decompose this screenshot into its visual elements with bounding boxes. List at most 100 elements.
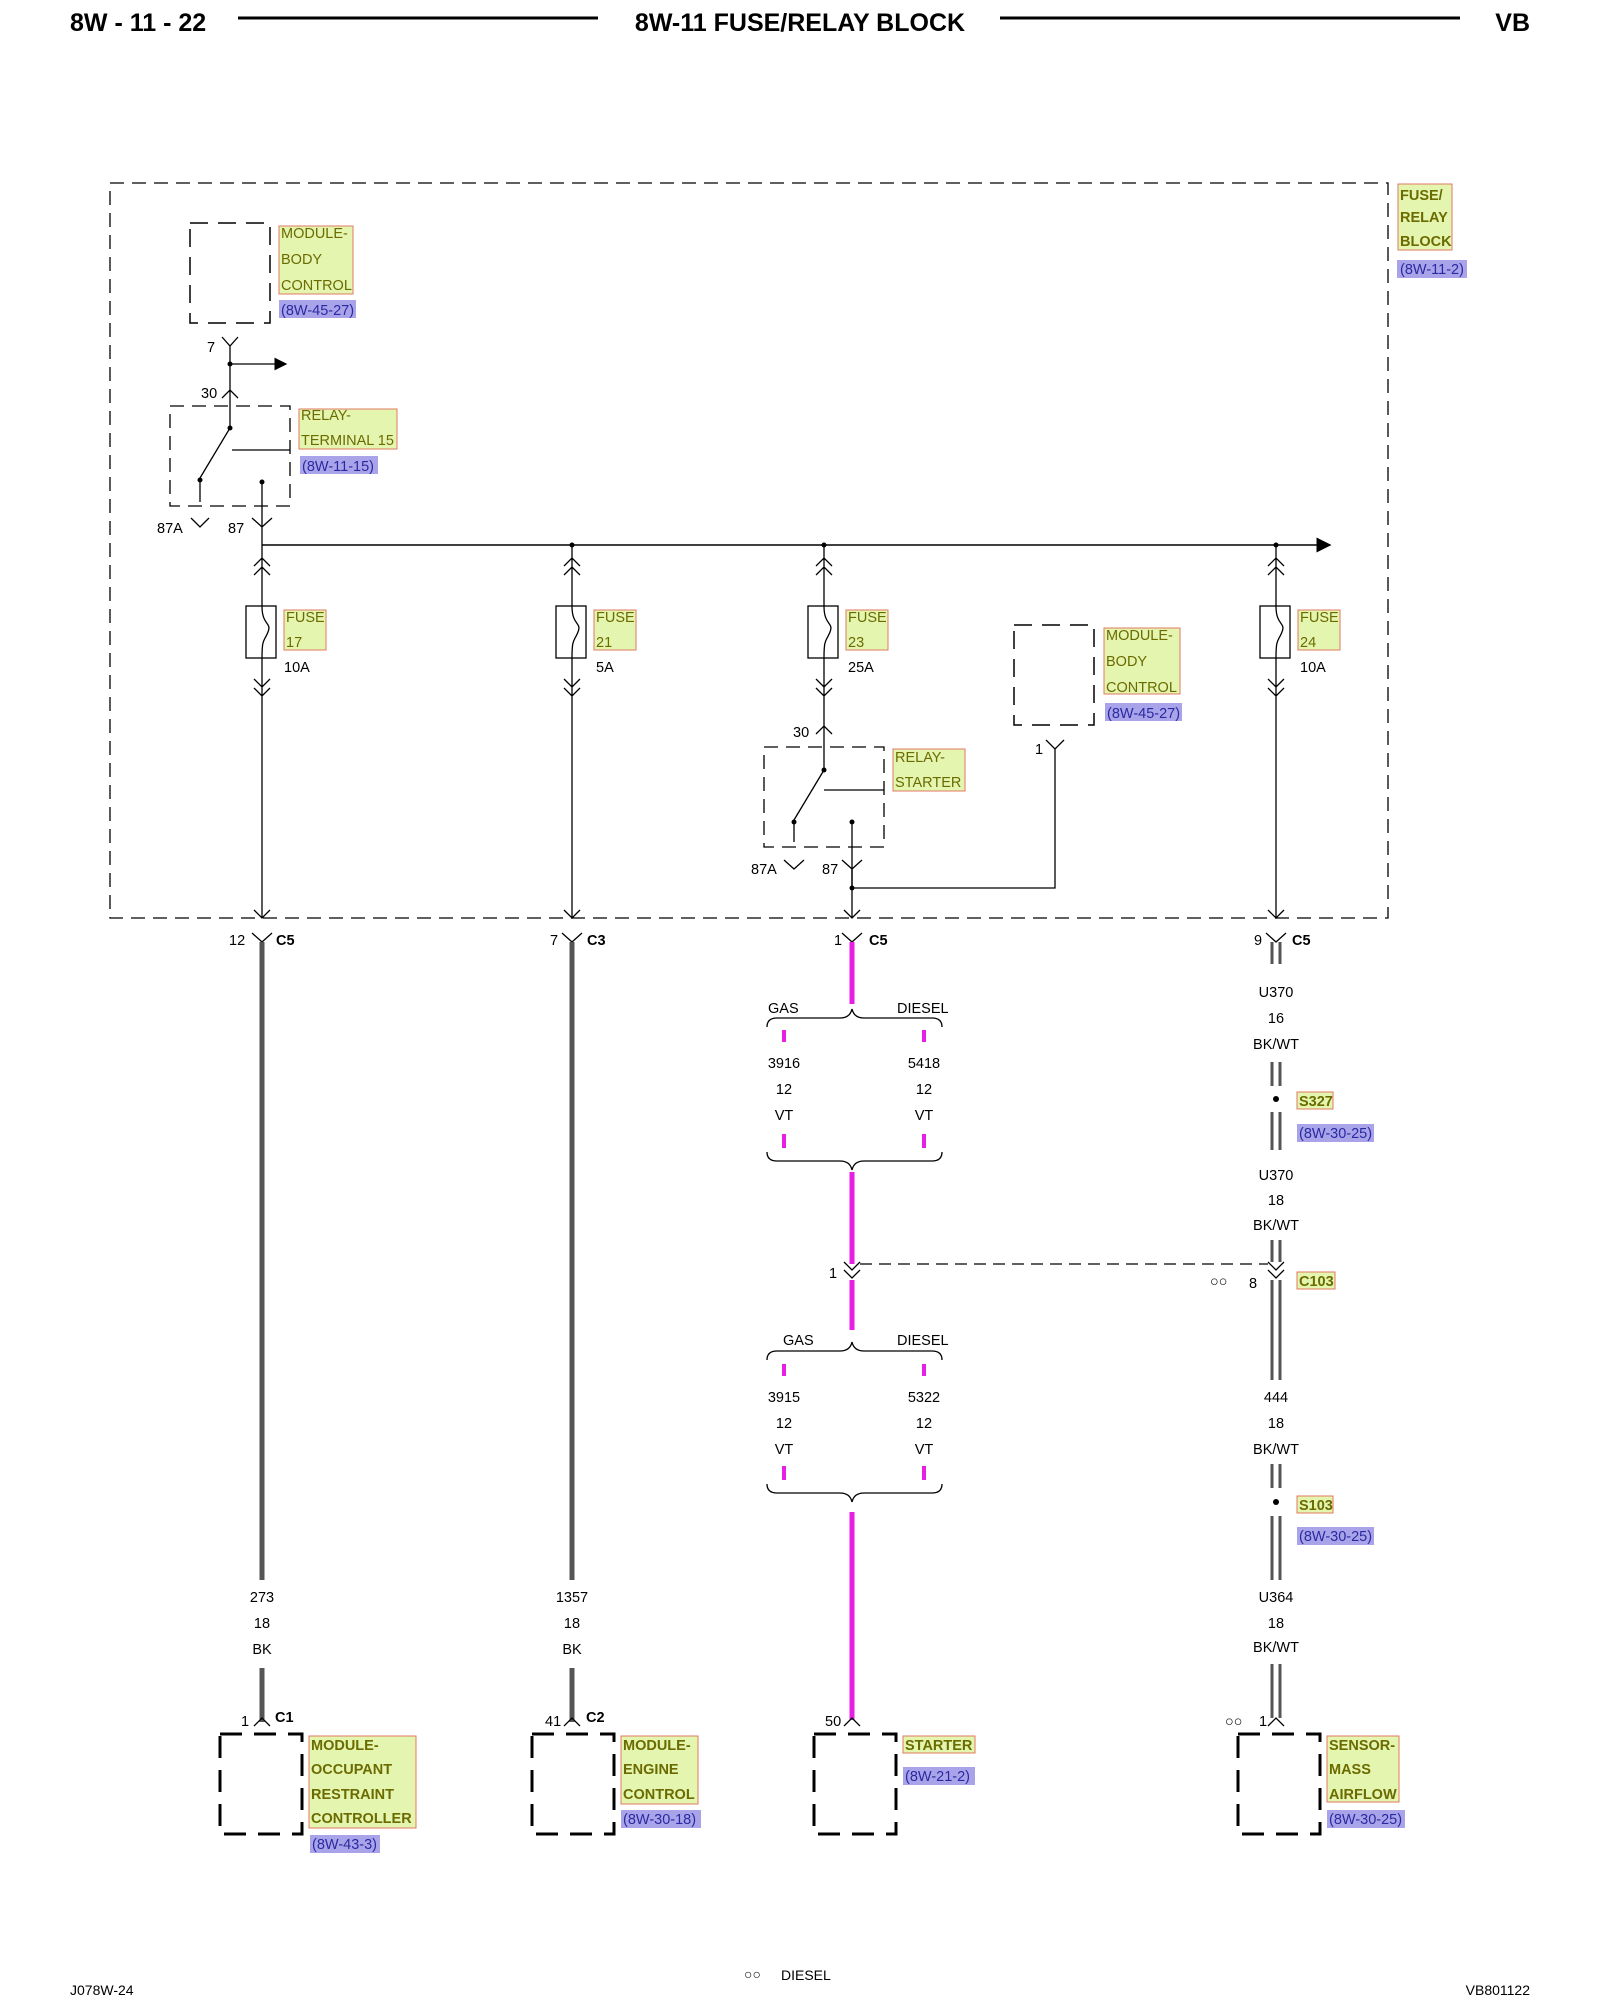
bcm-pin-7: 7 xyxy=(207,340,215,356)
svg-text:12: 12 xyxy=(776,1082,792,1098)
svg-text:12: 12 xyxy=(916,1416,932,1432)
svg-text:BK/WT: BK/WT xyxy=(1253,1037,1299,1053)
maf-wire: U370 16 BK/WT U370 18 BK/WT 444 18 BK/WT… xyxy=(1253,942,1299,1718)
body-control-module-top xyxy=(189,222,271,324)
svg-text:BLOCK: BLOCK xyxy=(1400,234,1452,250)
svg-text:12: 12 xyxy=(916,1082,932,1098)
relay-t15-label: RELAY- TERMINAL 15 (8W-11-15) xyxy=(298,408,398,475)
svg-text:U370: U370 xyxy=(1259,1168,1294,1184)
starter-upper-merge-brace xyxy=(766,1151,943,1171)
svg-text:STARTER: STARTER xyxy=(895,775,961,791)
header-page-number: 8W - 11 - 22 xyxy=(70,9,206,37)
fuse-21-rating: 5A xyxy=(596,660,614,676)
relay-starter-label: RELAY- STARTER xyxy=(892,748,966,792)
starter-pin: 50 xyxy=(825,1714,841,1730)
body-control-mid-label: MODULE- BODY CONTROL (8W-45-27) xyxy=(1103,627,1182,722)
connector-c5-pin9: 9 C5 xyxy=(1254,932,1311,949)
svg-text:RESTRAINT: RESTRAINT xyxy=(311,1787,394,1803)
svg-text:(8W-45-27): (8W-45-27) xyxy=(1107,706,1180,722)
starter xyxy=(812,1732,898,1836)
svg-text:9: 9 xyxy=(1254,933,1262,949)
svg-text:STARTER: STARTER xyxy=(905,1738,973,1754)
splice-s327: S327 (8W-30-25) xyxy=(1296,1091,1374,1142)
svg-text:AIRFLOW: AIRFLOW xyxy=(1329,1787,1397,1803)
svg-text:FUSE/: FUSE/ xyxy=(1400,188,1443,204)
ecm-pin: 41 xyxy=(545,1714,561,1730)
svg-text:C5: C5 xyxy=(1292,933,1311,949)
svg-text:18: 18 xyxy=(254,1616,270,1632)
svg-text:U370: U370 xyxy=(1259,985,1294,1001)
bcm-top-connector-symbol xyxy=(221,336,239,392)
svg-text:DIESEL: DIESEL xyxy=(897,1001,949,1017)
svg-text:18: 18 xyxy=(1268,1416,1284,1432)
svg-text:C103: C103 xyxy=(1299,1274,1334,1290)
svg-text:BK/WT: BK/WT xyxy=(1253,1442,1299,1458)
orc-connector: C1 xyxy=(275,1710,294,1726)
svg-text:(8W-30-25): (8W-30-25) xyxy=(1299,1126,1372,1142)
svg-text:VT: VT xyxy=(915,1442,934,1458)
svg-text:GAS: GAS xyxy=(768,1001,799,1017)
svg-text:BK/WT: BK/WT xyxy=(1253,1640,1299,1656)
svg-text:BODY: BODY xyxy=(1106,654,1147,670)
fuse-17-rating: 10A xyxy=(284,660,310,676)
svg-text:GAS: GAS xyxy=(783,1333,814,1349)
svg-text:17: 17 xyxy=(286,635,302,651)
svg-text:○○: ○○ xyxy=(1225,1714,1243,1730)
connector-c5-pin1: 1 C5 xyxy=(834,932,888,949)
svg-text:C3: C3 xyxy=(587,933,606,949)
connector-c5-pin12: 12 C5 xyxy=(229,932,295,949)
engine-control-module xyxy=(530,1732,616,1836)
svg-text:S103: S103 xyxy=(1299,1498,1333,1514)
svg-text:RELAY: RELAY xyxy=(1400,210,1448,226)
svg-text:RELAY-: RELAY- xyxy=(301,408,351,424)
svg-text:BODY: BODY xyxy=(281,252,322,268)
maf-pin: 1 xyxy=(1259,1714,1267,1730)
svg-text:U364: U364 xyxy=(1259,1590,1294,1606)
svg-text:5418: 5418 xyxy=(908,1056,940,1072)
svg-text:MODULE-: MODULE- xyxy=(281,226,348,242)
svg-text:○○: ○○ xyxy=(1210,1274,1228,1290)
svg-text:(8W-30-25): (8W-30-25) xyxy=(1299,1529,1372,1545)
svg-text:5322: 5322 xyxy=(908,1390,940,1406)
svg-text:8: 8 xyxy=(1249,1276,1257,1292)
svg-text:273: 273 xyxy=(250,1590,274,1606)
connector-c103: ○○ 8 C103 xyxy=(1210,1271,1336,1292)
fuse-24-rating: 10A xyxy=(1300,660,1326,676)
svg-text:ENGINE: ENGINE xyxy=(623,1762,679,1778)
svg-text:MODULE-: MODULE- xyxy=(311,1738,379,1754)
svg-text:MASS: MASS xyxy=(1329,1762,1371,1778)
svg-text:(8W-45-27): (8W-45-27) xyxy=(281,303,354,319)
svg-text:CONTROLLER: CONTROLLER xyxy=(311,1811,412,1827)
svg-text:18: 18 xyxy=(564,1616,580,1632)
c103-left-pin: 1 xyxy=(829,1266,837,1282)
svg-text:12: 12 xyxy=(776,1416,792,1432)
svg-text:BK: BK xyxy=(562,1642,582,1658)
svg-text:24: 24 xyxy=(1300,635,1316,651)
fuse-23-rating: 25A xyxy=(848,660,874,676)
svg-text:VT: VT xyxy=(775,1108,794,1124)
svg-text:18: 18 xyxy=(1268,1193,1284,1209)
svg-text:(8W-21-2): (8W-21-2) xyxy=(905,1769,970,1785)
page-footer: J078W-24 ○○ DIESEL VB801122 xyxy=(70,1966,1530,1998)
svg-text:3916: 3916 xyxy=(768,1056,800,1072)
svg-text:CONTROL: CONTROL xyxy=(1106,680,1177,696)
svg-text:21: 21 xyxy=(596,635,612,651)
svg-text:VT: VT xyxy=(915,1108,934,1124)
fuse-21: FUSE 21 5A xyxy=(555,545,637,918)
connector-c3-pin7: 7 C3 xyxy=(550,932,606,949)
fuse-relay-block-ref: (8W-11-2) xyxy=(1400,262,1464,278)
svg-text:C5: C5 xyxy=(869,933,888,949)
starter-lower-merge-brace xyxy=(766,1483,943,1503)
fuse-relay-block-label: FUSE/ RELAY BLOCK (8W-11-2) xyxy=(1397,183,1467,278)
starter-upper-split-brace xyxy=(766,1008,943,1028)
svg-text:TERMINAL 15: TERMINAL 15 xyxy=(301,433,394,449)
svg-text:RELAY-: RELAY- xyxy=(895,750,945,766)
svg-text:FUSE: FUSE xyxy=(848,610,887,626)
fuse-17: FUSE 17 10A xyxy=(245,545,327,918)
svg-text:S327: S327 xyxy=(1299,1094,1333,1110)
footer-doc-code: J078W-24 xyxy=(70,1982,134,1998)
relay-starter-switch xyxy=(793,769,884,888)
svg-text:(8W-11-15): (8W-11-15) xyxy=(302,459,374,475)
svg-text:MODULE-: MODULE- xyxy=(623,1738,691,1754)
